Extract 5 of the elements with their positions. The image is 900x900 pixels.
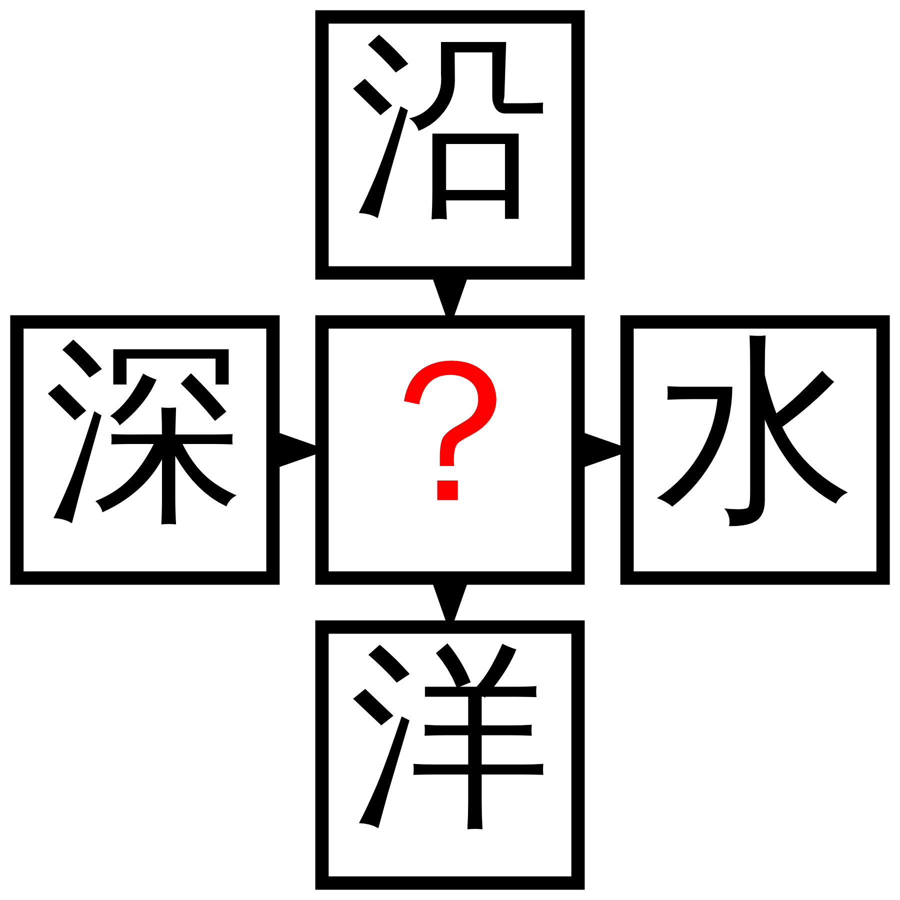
node-box: ？ xyxy=(315,315,585,585)
node-box: 水 xyxy=(620,315,890,585)
node-box: 深 xyxy=(10,315,280,585)
node-box: 沿 xyxy=(315,10,585,280)
node-box: 洋 xyxy=(315,620,585,890)
